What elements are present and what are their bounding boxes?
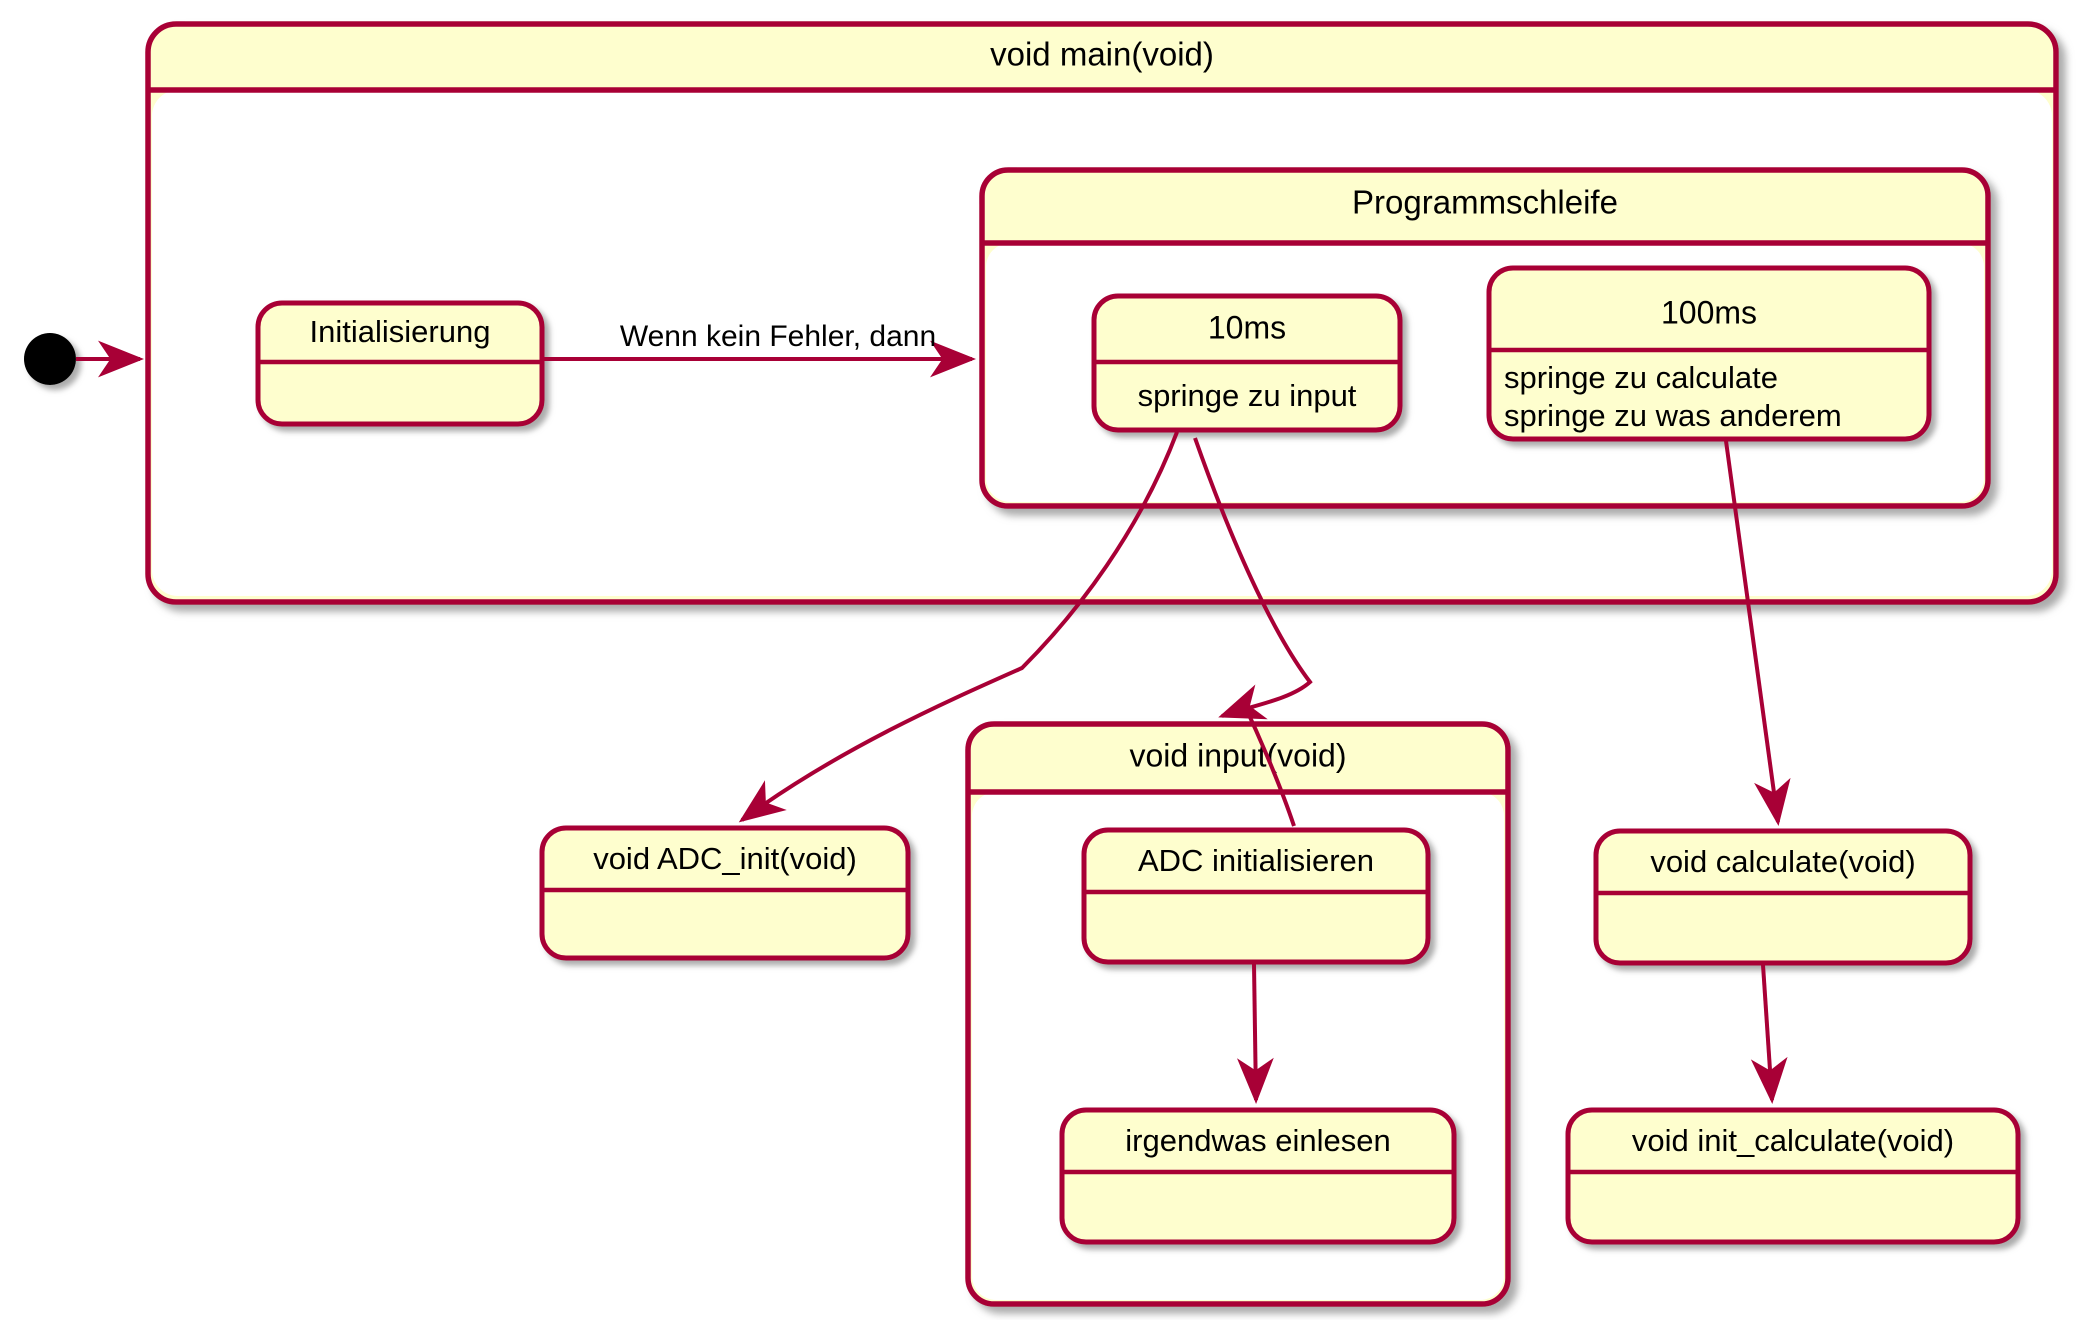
state-void-main-title: void main(void) [990, 36, 1214, 73]
state-irgendwas-einlesen-outline [1059, 1107, 1457, 1245]
state-10ms-body-line-0: springe zu input [1138, 378, 1357, 413]
state-void-calculate-outline [1593, 828, 1973, 966]
state-10ms-title: 10ms [1208, 309, 1286, 345]
state-100ms-outline [1486, 265, 1932, 442]
state-void-calculate[interactable]: void calculate(void) [1593, 828, 1973, 966]
state-void-init-calculate[interactable]: void init_calculate(void) [1565, 1107, 2021, 1245]
state-void-init-calculate-outline [1565, 1107, 2021, 1245]
state-initialisierung-title: Initialisierung [310, 314, 491, 349]
state-adc-initialisieren-outline [1081, 827, 1431, 965]
state-void-init-calculate-title: void init_calculate(void) [1632, 1123, 1954, 1158]
state-void-adc-init[interactable]: void ADC_init(void) [539, 825, 911, 961]
state-adc-initialisieren-title: ADC initialisieren [1138, 843, 1374, 878]
state-100ms[interactable]: 100ms springe zu calculate springe zu wa… [1486, 265, 1932, 442]
state-programmschleife-title: Programmschleife [1352, 184, 1618, 221]
state-10ms[interactable]: 10ms springe zu input [1091, 293, 1403, 433]
state-irgendwas-einlesen[interactable]: irgendwas einlesen [1059, 1107, 1457, 1245]
initial-state-node[interactable] [24, 333, 76, 385]
state-adc-initialisieren[interactable]: ADC initialisieren [1081, 827, 1431, 965]
state-100ms-body-line-1: springe zu was anderem [1504, 398, 1842, 433]
state-100ms-body-line-0: springe zu calculate [1504, 360, 1778, 395]
state-void-adc-init-title: void ADC_init(void) [593, 841, 857, 876]
state-100ms-title: 100ms [1661, 294, 1757, 330]
state-void-adc-init-outline [539, 825, 911, 961]
state-void-input-title: void input(void) [1130, 737, 1347, 773]
state-void-calculate-title: void calculate(void) [1650, 844, 1915, 879]
state-irgendwas-einlesen-title: irgendwas einlesen [1125, 1123, 1390, 1158]
initial-state-circle [24, 333, 76, 385]
state-initialisierung[interactable]: Initialisierung [255, 300, 545, 427]
